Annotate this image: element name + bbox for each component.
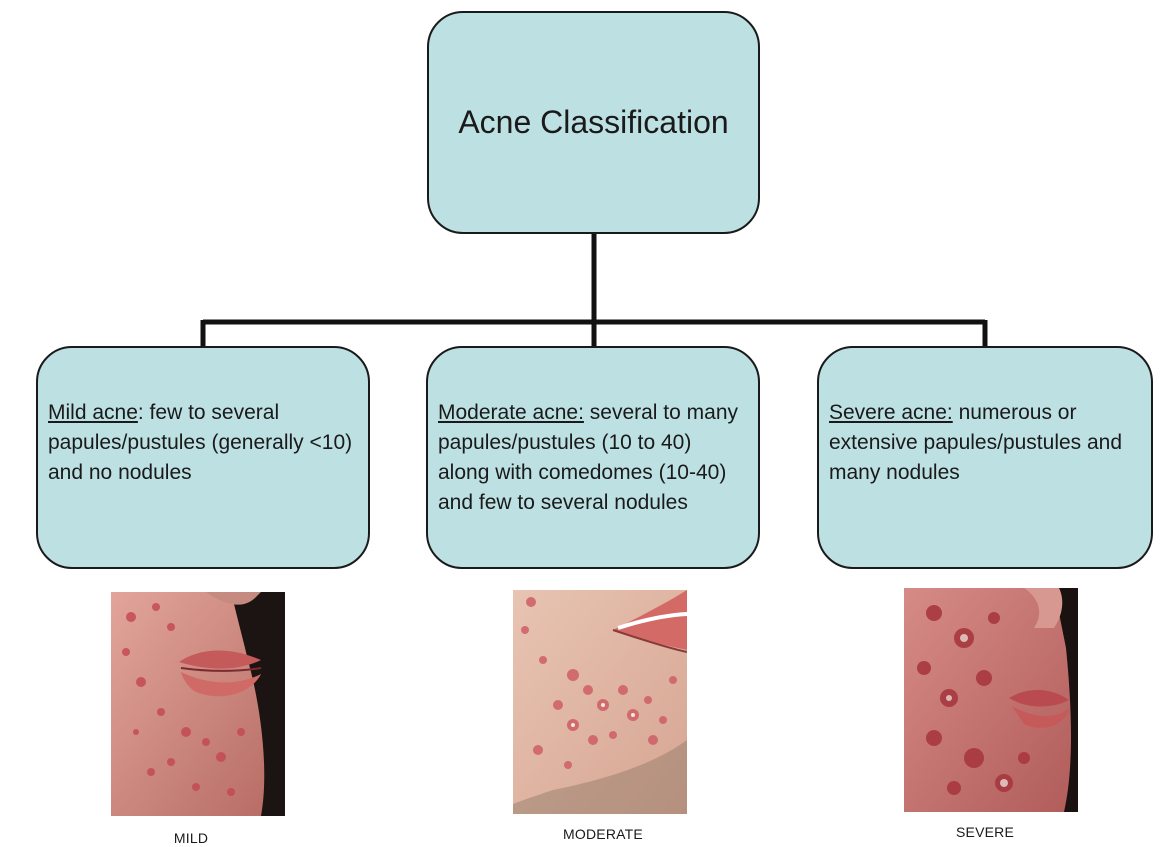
severe-acne-node: Severe acne: numerous or extensive papul… — [817, 346, 1153, 569]
mild-acne-description: : few to several papules/pustules (gener… — [48, 401, 353, 484]
root-node: Acne Classification — [427, 11, 760, 234]
moderate-acne-term: Moderate acne: — [438, 401, 584, 424]
moderate-acne-face-photo — [513, 590, 687, 814]
mild-acne-term: Mild acne — [48, 401, 138, 424]
severe-acne-term: Severe acne: — [829, 401, 953, 424]
mild-acne-node: Mild acne: few to several papules/pustul… — [36, 346, 370, 569]
moderate-caption: MODERATE — [563, 826, 643, 842]
moderate-acne-node: Moderate acne: several to many papules/p… — [426, 346, 760, 569]
root-title: Acne Classification — [458, 104, 729, 140]
severe-acne-face-photo — [904, 588, 1078, 812]
mild-caption: MILD — [173, 830, 209, 846]
severe-acne-description: numerous or extensive papules/pustules a… — [829, 401, 1123, 484]
moderate-acne-description: several to many papules/pustules (10 to … — [438, 401, 739, 514]
mild-acne-face-photo — [111, 592, 285, 816]
severe-caption: SEVERE — [956, 824, 1014, 840]
